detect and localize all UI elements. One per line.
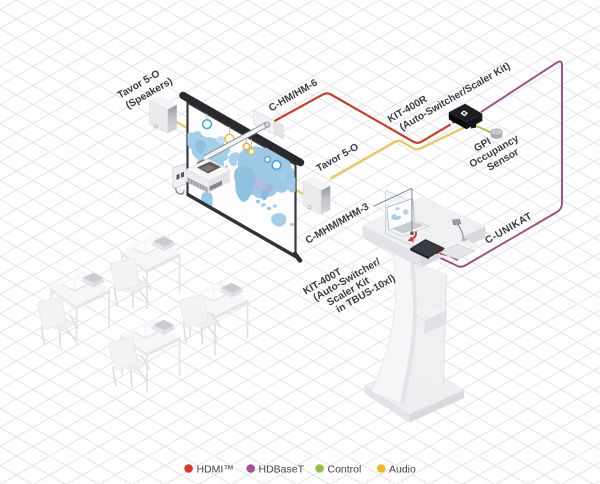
svg-text:HDMI™: HDMI™ — [197, 464, 234, 476]
svg-text:Audio: Audio — [389, 464, 416, 476]
svg-text:HDBaseT: HDBaseT — [259, 464, 305, 476]
svg-text:Control: Control — [328, 464, 362, 476]
